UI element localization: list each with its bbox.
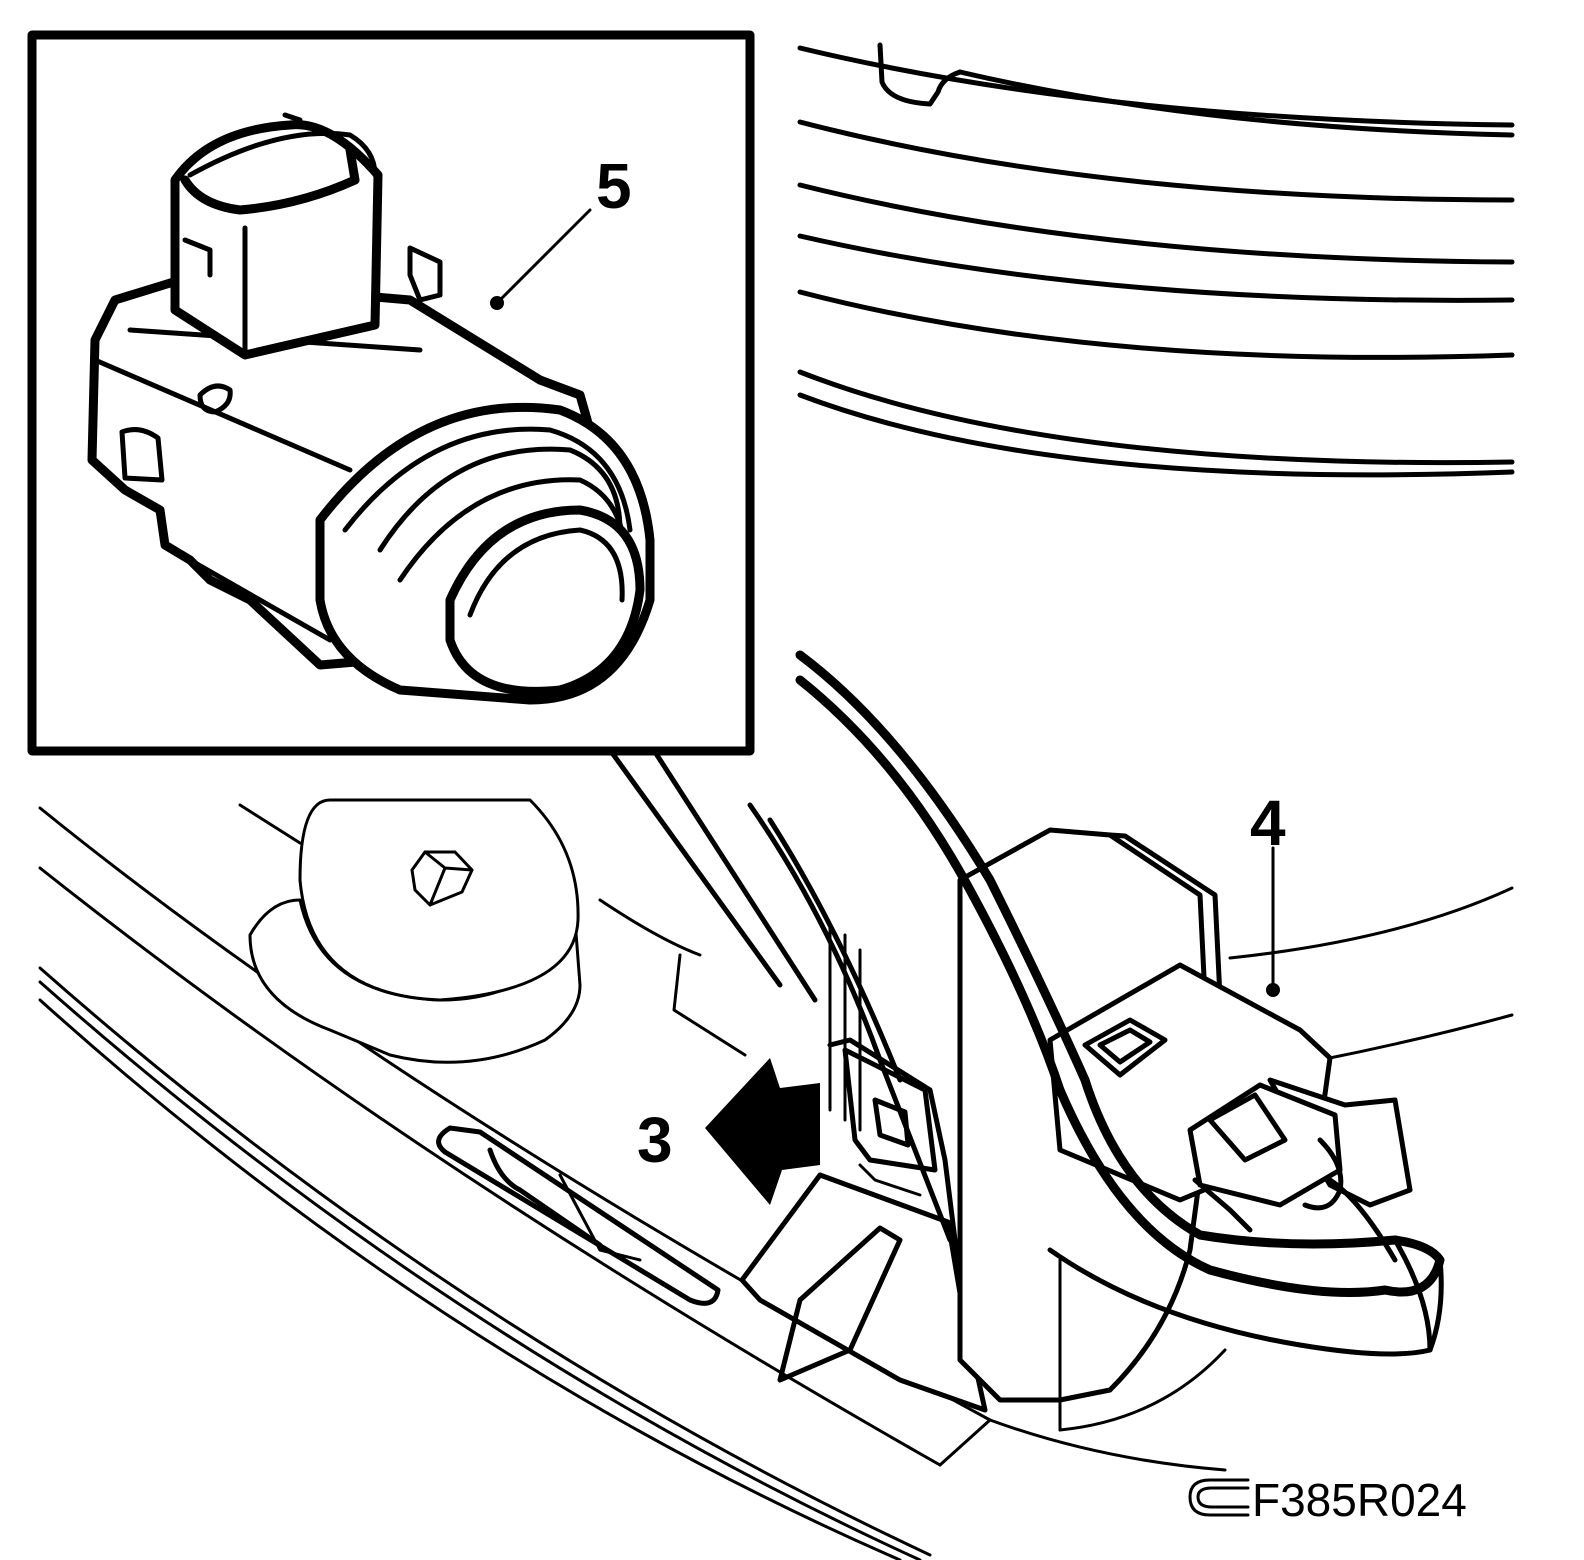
- mounting-boss: [248, 798, 582, 1064]
- callout-4-leader: [1266, 846, 1280, 997]
- bracket-icon: [1188, 1478, 1250, 1517]
- callout-label-5: 5: [596, 150, 632, 222]
- wiring-harness: [747, 650, 1445, 1357]
- callout-label-3: 3: [637, 1104, 673, 1176]
- sensor-bracket: [739, 923, 988, 1413]
- left-arrow-icon: [705, 1058, 820, 1205]
- sensor-connector: [1047, 962, 1413, 1263]
- callout-5-leader: [490, 208, 592, 310]
- figure-code: F385R024: [1252, 1474, 1467, 1526]
- bumper-contours: [797, 42, 1515, 1062]
- callout-label-4: 4: [1250, 787, 1286, 859]
- inset-pointer: [607, 747, 818, 1003]
- sensor-detail: [87, 112, 655, 705]
- bumper-body: [38, 803, 1227, 1560]
